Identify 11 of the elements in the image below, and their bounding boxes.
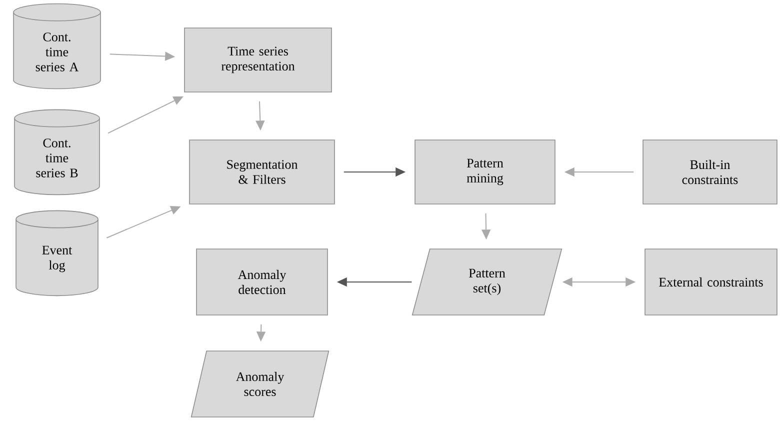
process-box: Segmentation & Filters <box>189 140 335 204</box>
process-box: External constraints <box>644 248 778 316</box>
process-box: Pattern mining <box>414 140 556 204</box>
database-cylinder: Cont. time series A <box>13 3 101 90</box>
data-parallelogram: Pattern set(s) <box>412 248 562 316</box>
process-box: Anomaly detection <box>196 248 328 316</box>
process-box: Time series representation <box>184 28 332 92</box>
database-cylinder: Event log <box>16 210 98 296</box>
database-cylinder: Cont. time series B <box>14 109 100 196</box>
process-box: Built-in constraints <box>642 140 778 204</box>
data-parallelogram: Anomaly scores <box>190 350 330 418</box>
